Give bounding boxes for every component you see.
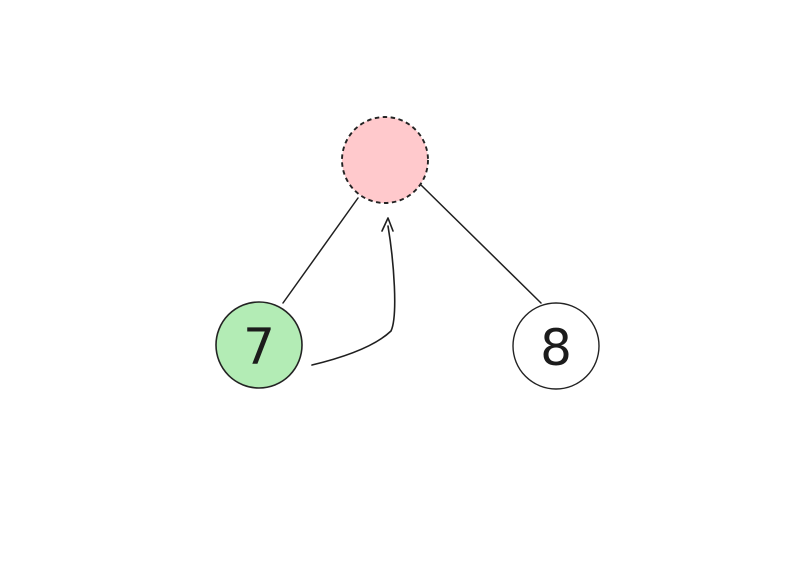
node-7-label: 7 [243,318,275,376]
arrow-head-icon [381,217,394,232]
node-7-circle [215,301,303,389]
curved-move-arrow [311,225,396,366]
node-8-circle [512,302,600,390]
edge-parent-to-node-8 [420,184,542,304]
node-8-label: 8 [540,319,572,377]
node-placeholder-parent [341,116,429,204]
edge-parent-to-node-7 [282,197,359,304]
